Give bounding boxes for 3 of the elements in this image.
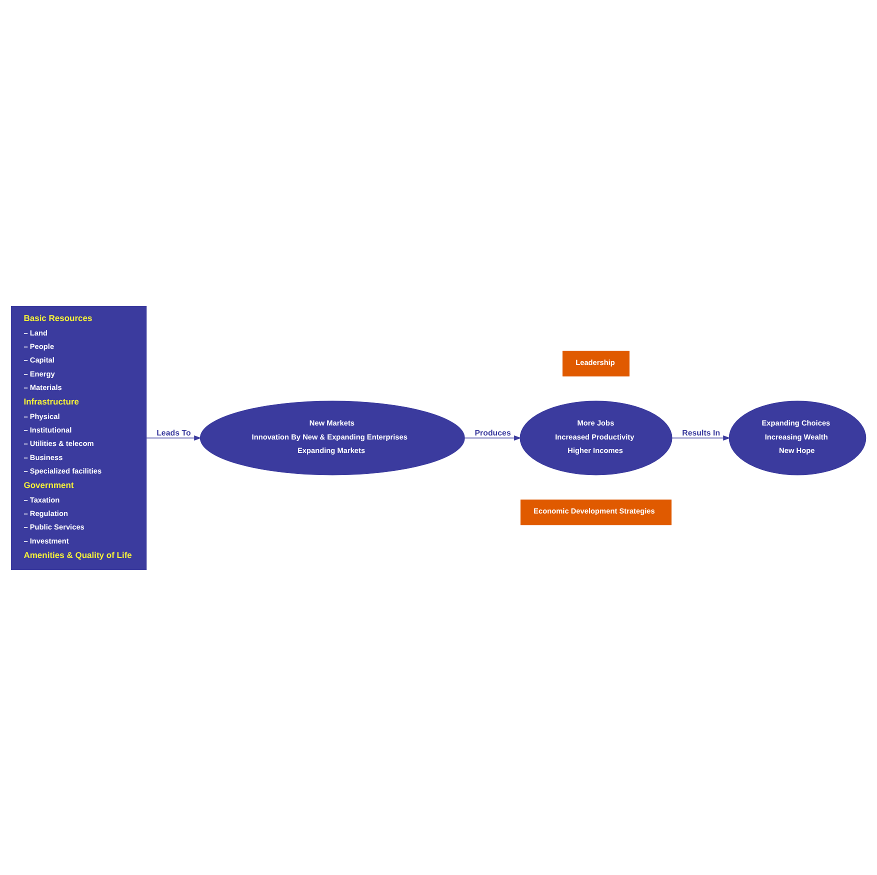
arrow: [146, 434, 202, 440]
arrow: [464, 434, 522, 440]
arrow: [671, 434, 730, 440]
